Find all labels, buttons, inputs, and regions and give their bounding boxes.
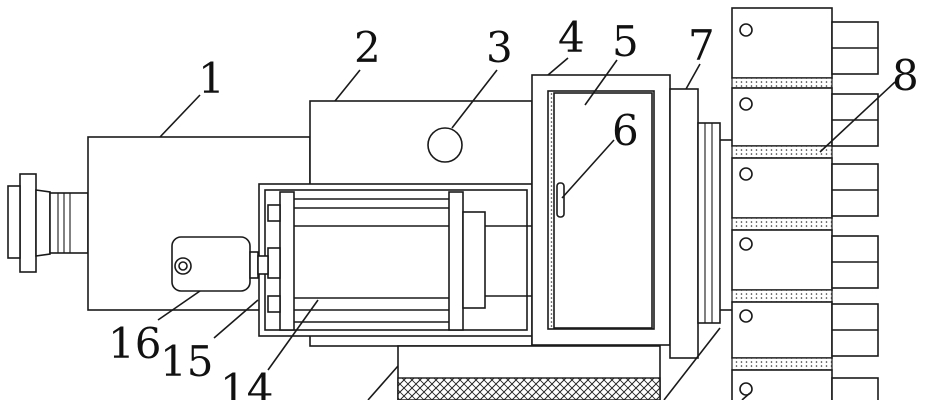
label-7: 7 [688, 21, 715, 70]
door-assembly [531, 74, 671, 346]
motor-16 [171, 236, 269, 292]
label-14: 14 [220, 365, 273, 400]
label-4: 4 [558, 13, 585, 62]
label-1: 1 [198, 54, 225, 103]
bottom-base [397, 345, 661, 400]
label-6: 6 [612, 106, 639, 155]
label-15: 15 [160, 337, 213, 386]
label-3: 3 [486, 23, 513, 72]
label-8: 8 [892, 51, 919, 100]
plate-7 [669, 88, 732, 359]
label-5: 5 [612, 17, 639, 66]
inner-frame-14 [258, 183, 533, 337]
circle-3 [427, 127, 463, 163]
leader-lines [157, 57, 896, 400]
stacked-modules-8 [731, 7, 879, 400]
label-16: 16 [108, 319, 161, 368]
label-2: 2 [354, 23, 381, 72]
nozzle-flange [7, 173, 89, 273]
